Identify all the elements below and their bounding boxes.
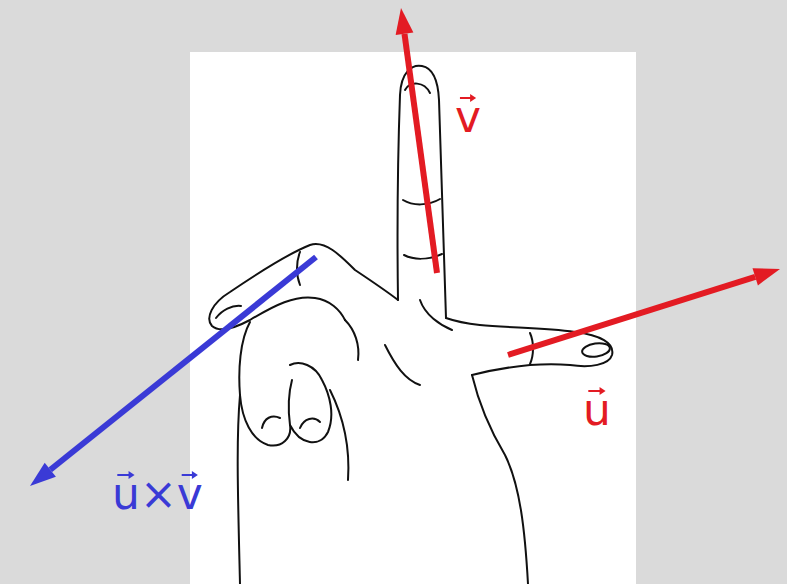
hand-drawing [209,66,612,584]
vector-arrow-v [396,8,437,273]
vector-label: v [455,95,481,139]
vector-arrow-u [508,268,780,355]
vector-label: u×v [112,472,203,516]
picture-panel [190,52,636,584]
vector-label: u [583,388,611,432]
vector-arrow-cross-product [30,257,316,486]
